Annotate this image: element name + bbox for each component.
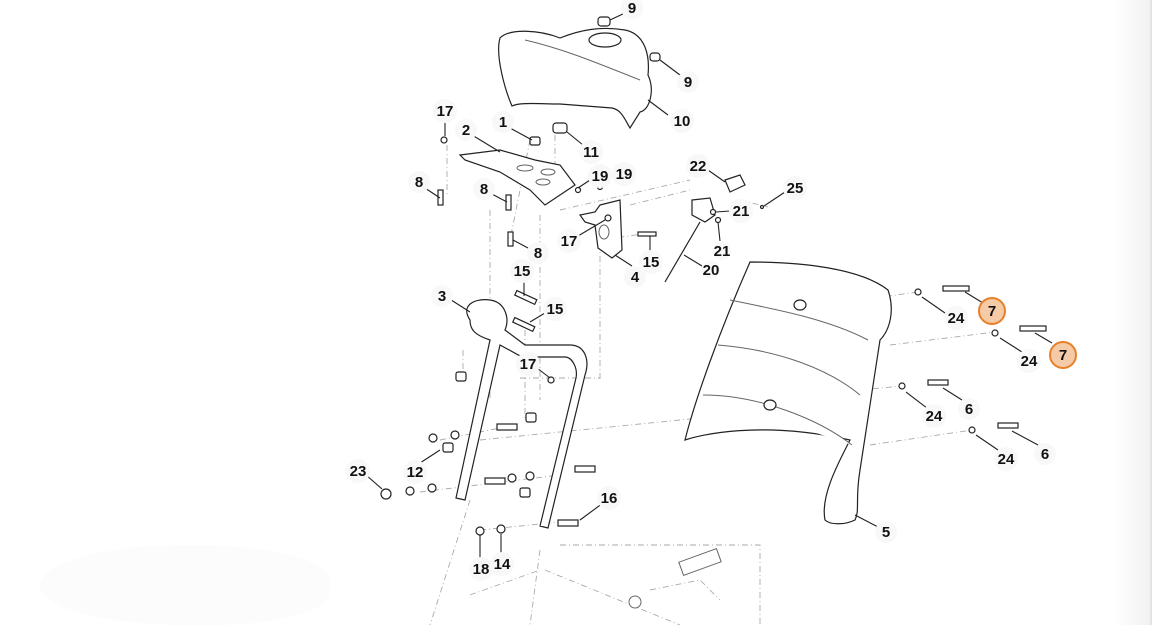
- svg-text:15: 15: [514, 263, 531, 280]
- svg-text:17: 17: [437, 103, 454, 120]
- callout-15[interactable]: 15: [510, 259, 534, 283]
- callout-15[interactable]: 15: [639, 250, 663, 274]
- svg-text:16: 16: [601, 490, 618, 507]
- handlebar-part: [380, 289, 596, 536]
- svg-text:24: 24: [926, 408, 943, 425]
- callout-17[interactable]: 17: [433, 99, 457, 123]
- svg-text:15: 15: [547, 301, 564, 318]
- callout-19[interactable]: 19: [612, 162, 636, 186]
- svg-text:7: 7: [988, 303, 996, 320]
- callout-7-highlighted[interactable]: 7: [1049, 341, 1077, 369]
- callout-8[interactable]: 8: [473, 178, 495, 200]
- svg-text:4: 4: [631, 269, 640, 286]
- callout-21[interactable]: 21: [729, 199, 753, 223]
- svg-text:8: 8: [534, 245, 542, 262]
- svg-text:14: 14: [494, 556, 511, 573]
- callout-7-highlighted[interactable]: 7: [978, 297, 1006, 325]
- svg-text:10: 10: [674, 113, 691, 130]
- svg-text:2: 2: [462, 122, 470, 139]
- callout-24[interactable]: 24: [994, 447, 1018, 471]
- svg-text:5: 5: [882, 524, 890, 541]
- callout-14[interactable]: 14: [490, 552, 514, 576]
- svg-text:25: 25: [787, 180, 804, 197]
- callout-17[interactable]: 17: [516, 352, 540, 376]
- callout-24[interactable]: 24: [944, 306, 968, 330]
- callout-6[interactable]: 6: [1034, 443, 1056, 465]
- svg-text:8: 8: [415, 174, 423, 191]
- frame-part: [469, 544, 761, 625]
- svg-text:22: 22: [690, 158, 707, 175]
- svg-text:24: 24: [948, 310, 965, 327]
- background-shadow: [40, 545, 330, 625]
- mounting-plate-part: [574, 183, 657, 259]
- callout-4[interactable]: 4: [624, 266, 646, 288]
- callout-21[interactable]: 21: [713, 242, 731, 260]
- callout-12[interactable]: 12: [403, 460, 427, 484]
- panel-border: [1150, 0, 1152, 625]
- scroll-edge-shadow: [1112, 0, 1152, 625]
- svg-text:12: 12: [407, 464, 424, 481]
- callout-6[interactable]: 6: [958, 398, 980, 420]
- highlight-badge: [1049, 341, 1077, 369]
- svg-text:18: 18: [473, 561, 490, 578]
- callout-24[interactable]: 24: [1017, 349, 1041, 373]
- svg-text:24: 24: [998, 451, 1015, 468]
- callout-8[interactable]: 8: [408, 171, 430, 193]
- callout-labels: 9 9 10 17 2 1 11 8 8 8 19 19 17 15 4 22 …: [346, 0, 1077, 581]
- highlight-badge: [978, 297, 1006, 325]
- callout-leaders: [365, 12, 1053, 560]
- svg-text:3: 3: [438, 288, 446, 305]
- callout-18[interactable]: 18: [469, 557, 493, 581]
- callout-24[interactable]: 24: [922, 404, 946, 428]
- callout-16[interactable]: 16: [597, 486, 621, 510]
- callout-19[interactable]: 19: [588, 164, 612, 188]
- callout-25[interactable]: 25: [783, 176, 807, 200]
- callout-17[interactable]: 17: [557, 229, 581, 253]
- svg-text:23: 23: [350, 463, 367, 480]
- svg-text:9: 9: [684, 74, 692, 91]
- svg-text:8: 8: [480, 181, 488, 198]
- callout-22[interactable]: 22: [686, 154, 710, 178]
- callout-5[interactable]: 5: [875, 521, 897, 543]
- svg-text:7: 7: [1059, 347, 1067, 364]
- bracket-part: [437, 122, 576, 247]
- front-shield-part: [684, 261, 1047, 525]
- svg-text:21: 21: [714, 243, 731, 260]
- svg-text:6: 6: [1041, 446, 1049, 463]
- callout-9[interactable]: 9: [621, 0, 643, 19]
- callout-20[interactable]: 20: [702, 261, 720, 279]
- callout-15[interactable]: 15: [543, 297, 567, 321]
- callout-10[interactable]: 10: [670, 109, 694, 133]
- svg-text:9: 9: [628, 0, 636, 17]
- svg-text:20: 20: [703, 262, 720, 279]
- callout-23[interactable]: 23: [346, 459, 370, 483]
- svg-text:11: 11: [583, 144, 599, 161]
- callout-1[interactable]: 1: [492, 111, 514, 133]
- callout-9[interactable]: 9: [677, 71, 699, 93]
- svg-text:17: 17: [561, 233, 578, 250]
- svg-text:24: 24: [1021, 353, 1038, 370]
- svg-text:19: 19: [616, 166, 633, 183]
- callout-8[interactable]: 8: [527, 242, 549, 264]
- svg-text:19: 19: [592, 168, 609, 185]
- throttle-control-part: [664, 174, 765, 283]
- svg-text:21: 21: [733, 203, 750, 220]
- callout-3[interactable]: 3: [431, 285, 453, 307]
- svg-text:1: 1: [499, 114, 507, 131]
- fuel-tank-part: [498, 16, 661, 130]
- svg-text:15: 15: [643, 254, 660, 271]
- callout-11[interactable]: 11: [579, 140, 603, 164]
- svg-text:6: 6: [965, 401, 973, 418]
- callout-2[interactable]: 2: [455, 119, 477, 141]
- svg-text:17: 17: [520, 356, 537, 373]
